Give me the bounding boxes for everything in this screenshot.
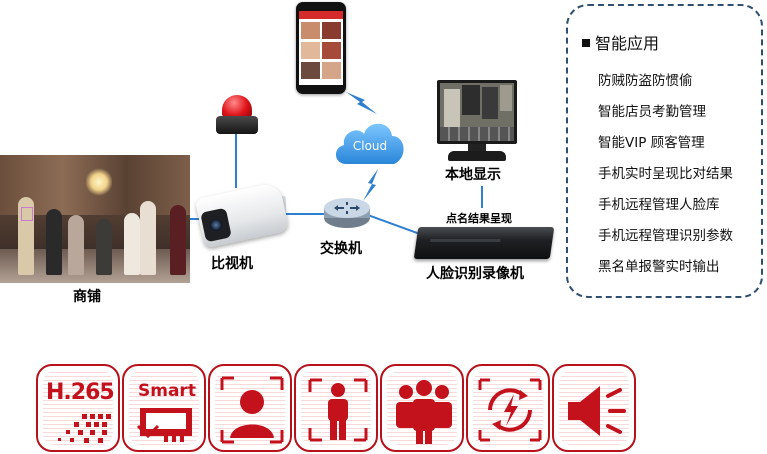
line-store-camera	[190, 218, 202, 220]
bullet-square-icon	[582, 39, 590, 47]
h265-icon: H.265	[36, 364, 120, 452]
smart-apps-panel: 智能应用 防贼防盗防惯偷 智能店员考勤管理 智能VIP 顾客管理 手机实时呈现比…	[566, 4, 763, 298]
alarm-light-icon	[222, 95, 252, 117]
switch-label: 交换机	[320, 241, 362, 257]
wireless-signal-icon	[346, 92, 377, 114]
app-item: 手机远程管理识别参数	[598, 228, 733, 244]
app-item: 手机实时呈现比对结果	[598, 166, 733, 182]
nvr-label: 人脸识别录像机	[426, 266, 524, 282]
switch-icon	[324, 198, 370, 228]
smart-icon: Smart	[122, 364, 206, 452]
local-display-label: 本地显示	[445, 167, 501, 183]
app-item: 防贼防盗防惯偷	[598, 73, 693, 89]
app-item: 手机远程管理人脸库	[598, 197, 720, 213]
h265-pixel-pattern	[58, 414, 111, 443]
line-camera-switch	[286, 213, 324, 215]
face-capture-icon	[208, 364, 292, 452]
person-detect-icon	[294, 364, 378, 452]
apps-title: 智能应用	[595, 34, 660, 53]
camera-label: 比视机	[211, 256, 253, 272]
monitor-icon	[437, 80, 517, 144]
store-photo	[0, 155, 190, 283]
rollcall-result-label: 点名结果呈现	[446, 212, 512, 225]
monitor-stand	[448, 151, 506, 161]
anti-tamper-icon	[466, 364, 550, 452]
alarm-speaker-icon	[552, 364, 636, 452]
nvr-icon	[413, 227, 555, 259]
monitor-neck	[468, 144, 486, 152]
store-label: 商铺	[73, 289, 101, 305]
face-detect-box	[21, 207, 33, 221]
smart-screen-graphic	[136, 408, 192, 442]
cloud-label: Cloud	[353, 139, 387, 153]
alarm-light-base	[216, 116, 258, 134]
line-switch-nvr	[367, 214, 423, 236]
smart-text: Smart	[138, 381, 196, 401]
crowd-icon	[380, 364, 464, 452]
cloud-icon: Cloud	[335, 123, 404, 164]
line-alarm-camera	[235, 134, 237, 188]
phone-icon	[296, 2, 346, 94]
app-item: 黑名单报警实时输出	[598, 259, 720, 275]
apps-title-row: 智能应用	[582, 30, 659, 54]
wireless-signal-icon-2	[363, 169, 378, 201]
h265-text: H.265	[46, 380, 115, 405]
line-monitor-nvr	[481, 186, 483, 208]
app-item: 智能店员考勤管理	[598, 104, 706, 120]
app-item: 智能VIP 顾客管理	[598, 135, 705, 151]
